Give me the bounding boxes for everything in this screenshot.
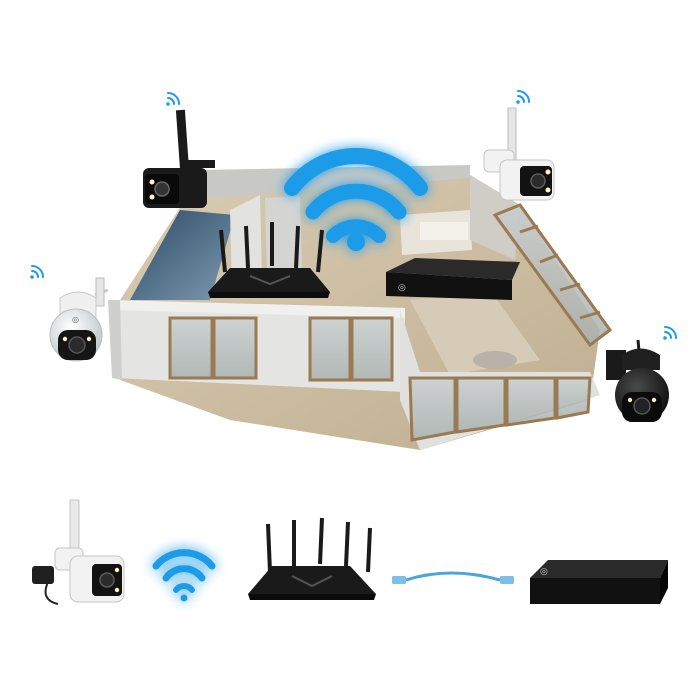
brand-logo: ◎ [398,283,406,293]
ptz-camera-black [606,339,669,422]
wifi-signal-icon [30,265,44,279]
wifi-signal-icon [166,92,180,106]
ptz-camera-white: ◎ [49,277,109,362]
front-windows [168,316,394,382]
wifi-symbol-icon [152,549,216,602]
pool-area [130,210,235,300]
ethernet-cable [392,571,514,584]
front-wall-top [108,300,405,318]
wifi-signal-icon [516,90,530,104]
bullet-camera-white [483,107,555,201]
side-windows [408,376,592,442]
bottom-nvr-recorder: ◎ [530,560,668,604]
bottom-bullet-camera [32,499,125,605]
wifi-symbol-icon [284,148,428,251]
brand-logo: ◎ [72,315,79,324]
router-device [208,222,330,298]
right-glass-wall [492,203,613,348]
interior-wall [265,196,302,275]
house-cutaway-model [108,165,613,450]
bottom-router [248,517,376,600]
nvr-recorder: ◎ [386,258,520,300]
wifi-signal-icon [663,326,677,340]
table [473,351,517,369]
kitchen-counter [420,222,468,240]
bullet-camera-black [143,109,215,208]
left-wall-end [108,300,122,380]
brand-logo: ◎ [540,567,548,577]
